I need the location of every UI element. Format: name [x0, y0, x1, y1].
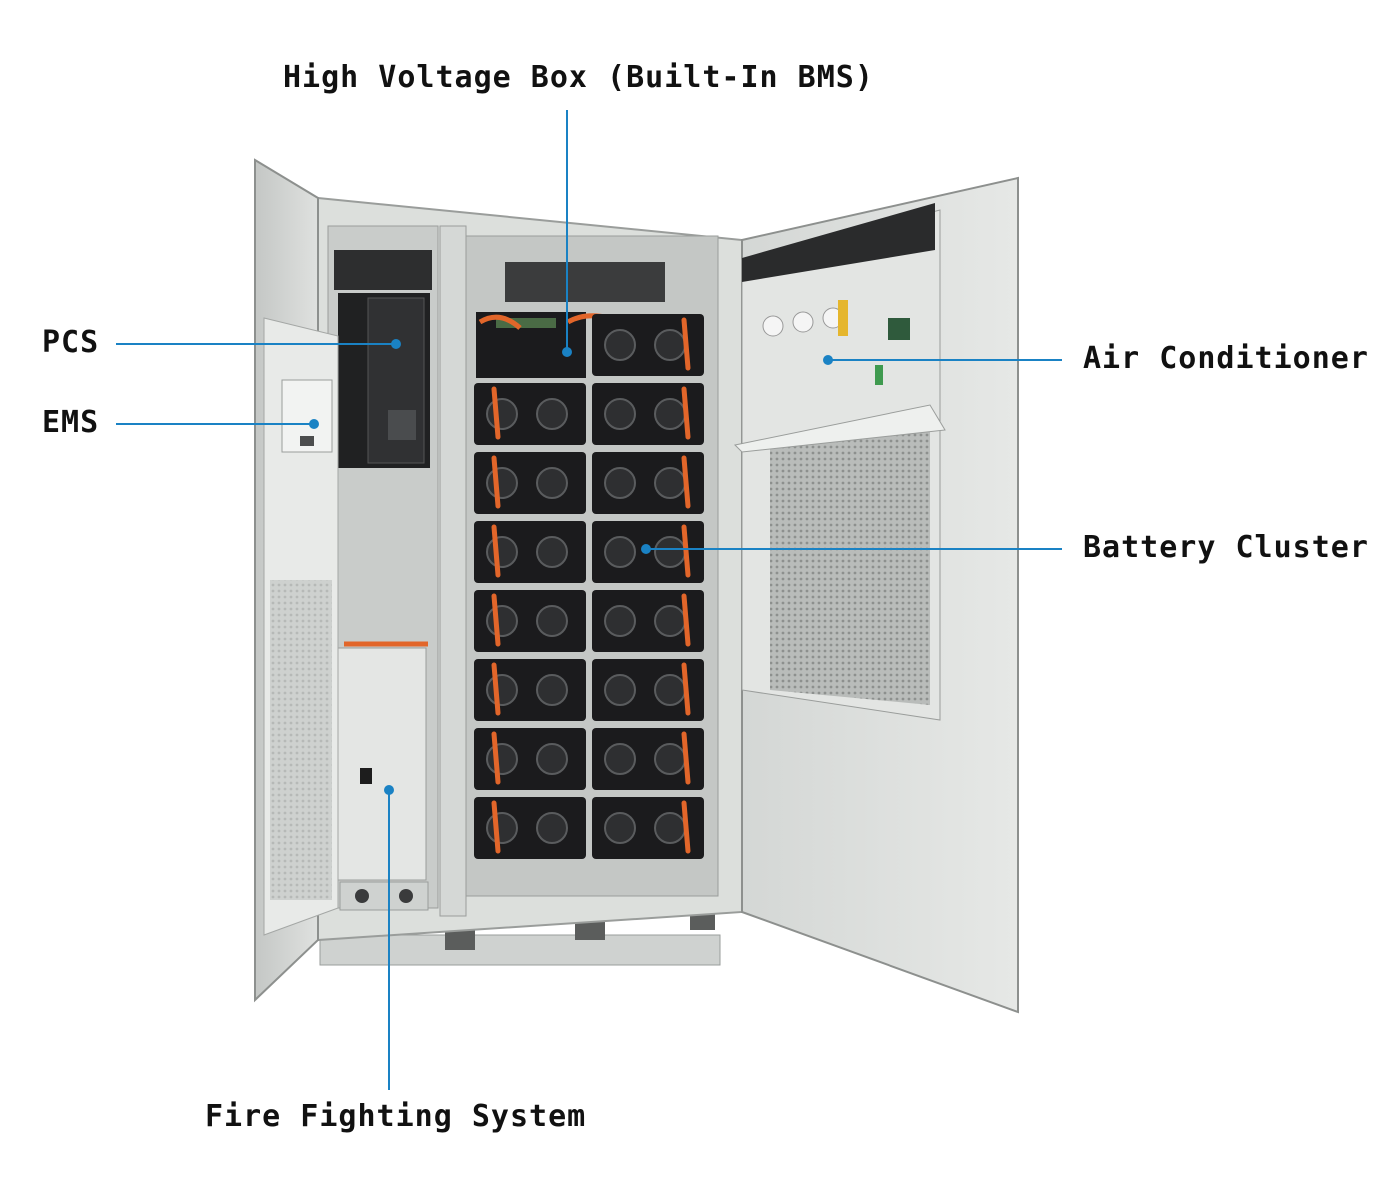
battery-module	[592, 452, 704, 514]
label-air-conditioner: Air Conditioner	[1083, 341, 1369, 376]
battery-module	[474, 728, 586, 790]
battery-module	[592, 797, 704, 859]
label-battery-cluster: Battery Cluster	[1083, 530, 1369, 565]
divider-post	[439, 225, 467, 917]
label-fire-fighting-system: Fire Fighting System	[205, 1099, 587, 1134]
fire-suppression-unit	[337, 647, 427, 881]
battery-module	[474, 590, 586, 652]
battery-module	[592, 590, 704, 652]
label-ems: EMS	[42, 405, 100, 440]
battery-module	[592, 383, 704, 445]
battery-module	[474, 383, 586, 445]
battery-bay	[465, 235, 719, 897]
battery-module	[474, 521, 586, 583]
battery-module	[474, 659, 586, 721]
left-compartment	[327, 225, 439, 911]
battery-module	[592, 314, 704, 376]
battery-module	[474, 452, 586, 514]
right-door	[733, 176, 1019, 1014]
battery-module	[592, 659, 704, 721]
label-high-voltage-box: High Voltage Box (Built-In BMS)	[283, 60, 874, 95]
leader-lines	[116, 110, 1062, 1090]
battery-module	[592, 728, 704, 790]
battery-module	[474, 797, 586, 859]
battery-modules	[474, 314, 704, 859]
label-pcs: PCS	[42, 325, 100, 360]
left-door	[254, 158, 339, 1003]
